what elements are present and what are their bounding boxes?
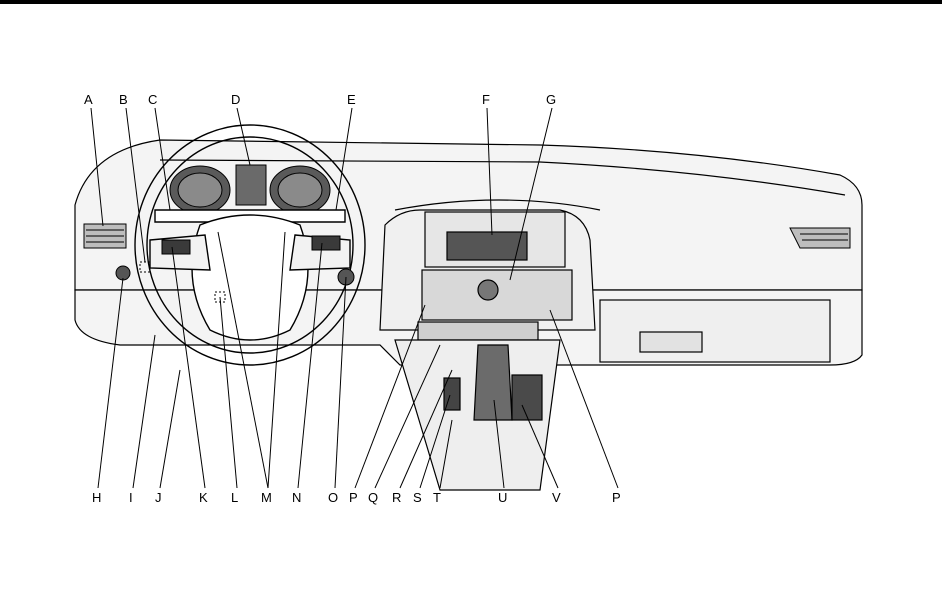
callout-i: I bbox=[129, 490, 133, 505]
headlamp-switch bbox=[116, 266, 130, 280]
callout-labels-top: A B C D E F G bbox=[84, 92, 556, 107]
top-rule bbox=[0, 0, 942, 4]
callout-q: Q bbox=[368, 490, 378, 505]
callout-c: C bbox=[148, 92, 157, 107]
callout-f: F bbox=[482, 92, 490, 107]
callout-k: K bbox=[199, 490, 208, 505]
callout-labels-bottom: H I J K L M N O P Q R S T U V P bbox=[92, 490, 621, 505]
callout-v: V bbox=[552, 490, 561, 505]
callout-a: A bbox=[84, 92, 93, 107]
callout-j: J bbox=[155, 490, 162, 505]
right-air-vent bbox=[790, 228, 850, 248]
callout-r: R bbox=[392, 490, 401, 505]
callout-p-right: P bbox=[612, 490, 621, 505]
callout-u: U bbox=[498, 490, 507, 505]
callout-n: N bbox=[292, 490, 301, 505]
left-air-vent bbox=[84, 224, 126, 248]
callout-t: T bbox=[433, 490, 441, 505]
callout-e: E bbox=[347, 92, 356, 107]
callout-o: O bbox=[328, 490, 338, 505]
callout-m: M bbox=[261, 490, 272, 505]
callout-l: L bbox=[231, 490, 238, 505]
callout-s: S bbox=[413, 490, 422, 505]
callout-g: G bbox=[546, 92, 556, 107]
callout-d: D bbox=[231, 92, 240, 107]
callout-p-left: P bbox=[349, 490, 358, 505]
callout-b: B bbox=[119, 92, 128, 107]
callout-h: H bbox=[92, 490, 101, 505]
